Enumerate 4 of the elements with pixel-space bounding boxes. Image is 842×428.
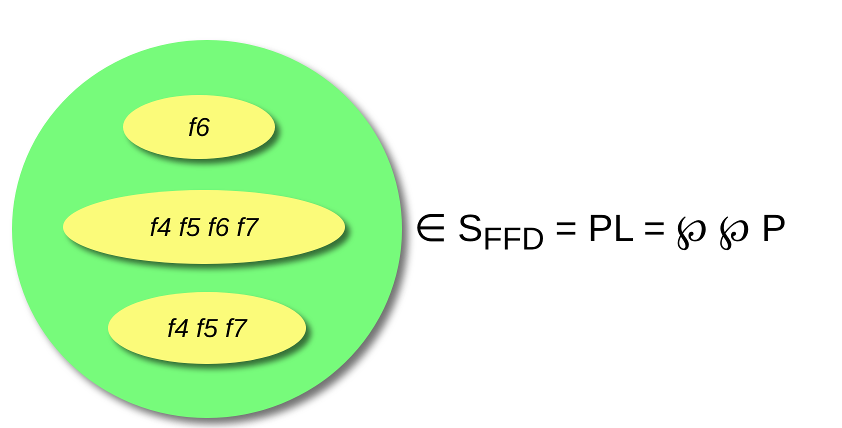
set-label: f4 f5 f6 f7 — [150, 212, 258, 242]
set-formula: ∈ S$_{FFD}$ = PL = ℘ ℘ P — [414, 207, 787, 258]
set-label: f4 f5 f7 — [167, 312, 247, 344]
set-label: f6 — [188, 112, 210, 142]
